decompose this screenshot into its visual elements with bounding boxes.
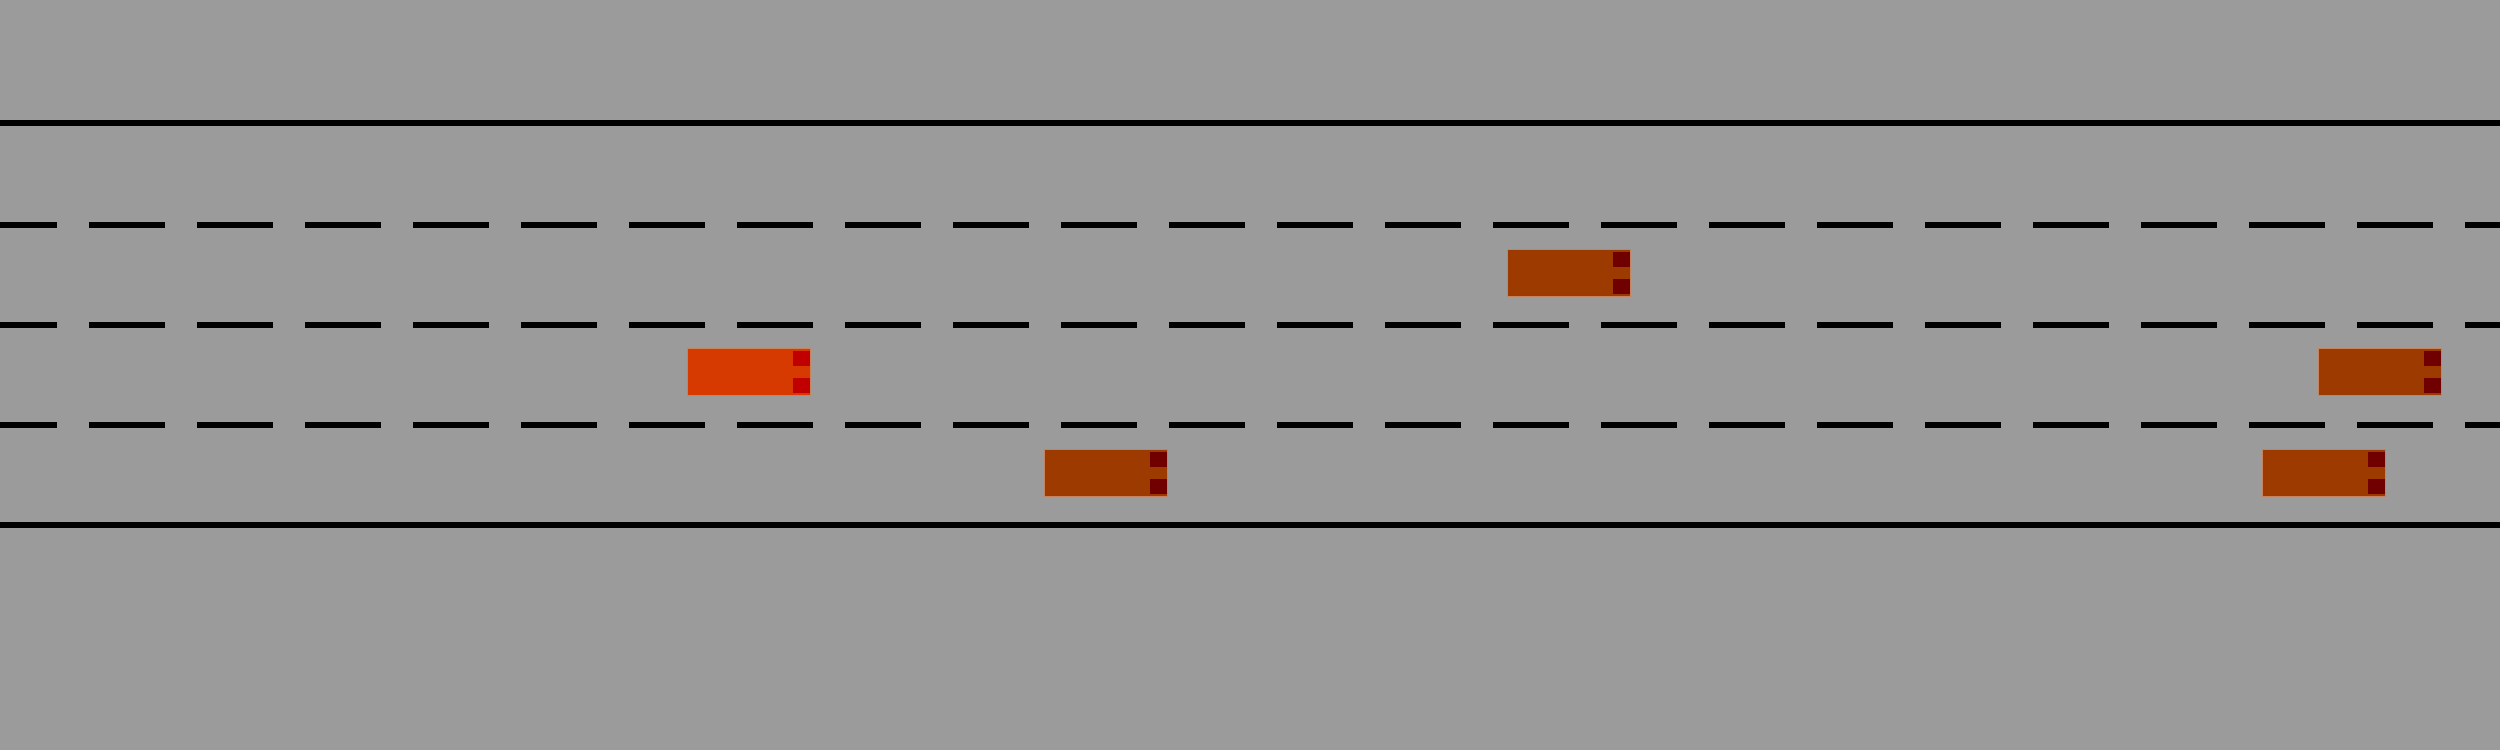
traffic-vehicle-1-light-top <box>1613 252 1630 267</box>
ego-tail-light-top <box>793 351 810 366</box>
traffic-vehicle-1-light-bottom <box>1613 279 1630 294</box>
traffic-vehicle-4 <box>2262 449 2386 497</box>
lane-divider-2 <box>0 322 2500 328</box>
traffic-vehicle-3-light-bottom <box>1150 479 1167 494</box>
traffic-vehicle-1 <box>1507 249 1631 297</box>
traffic-vehicle-2-light-bottom <box>2424 378 2441 393</box>
ego-vehicle <box>687 348 811 396</box>
traffic-vehicle-2-light-top <box>2424 351 2441 366</box>
road-bottom-edge <box>0 522 2500 528</box>
lane-divider-3 <box>0 422 2500 428</box>
traffic-vehicle-3 <box>1044 449 1168 497</box>
road-top-edge <box>0 120 2500 126</box>
ego-tail-light-bottom <box>793 378 810 393</box>
traffic-vehicle-4-light-top <box>2368 452 2385 467</box>
traffic-vehicle-2 <box>2318 348 2442 396</box>
traffic-vehicle-4-light-bottom <box>2368 479 2385 494</box>
traffic-vehicle-3-light-top <box>1150 452 1167 467</box>
lane-divider-1 <box>0 222 2500 228</box>
